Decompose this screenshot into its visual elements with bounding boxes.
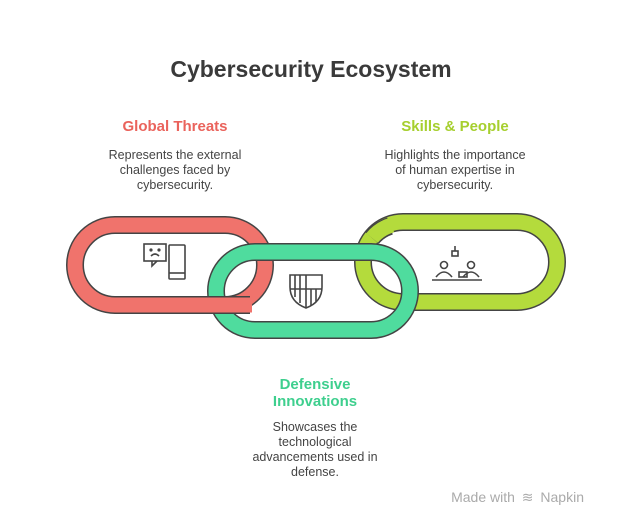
red-link (66, 216, 274, 314)
desc-line: of human expertise in (395, 163, 515, 177)
desc-line: cybersecurity. (136, 178, 214, 192)
napkin-footer: Made with ≋ Napkin (451, 489, 584, 506)
people-desk-icon (432, 246, 482, 281)
made-with-label: Made with (451, 489, 515, 505)
desc-line: Represents the external (108, 148, 242, 162)
napkin-logo-icon: ≋ (521, 489, 534, 505)
sad-chat-tablet-icon (143, 243, 186, 280)
skills-people-desc: Highlights the importance of human exper… (345, 148, 565, 193)
global-threats-desc: Represents the external challenges faced… (70, 148, 280, 193)
desc-line: defense. (291, 465, 339, 479)
desc-line: technological (278, 435, 352, 449)
shield-icon (289, 274, 323, 309)
diagram-title: Cybersecurity Ecosystem (170, 56, 452, 82)
green-link (207, 243, 419, 339)
heading-line: Defensive (279, 376, 351, 393)
heading-line: Innovations (272, 393, 358, 410)
global-threats-heading: Global Threats (122, 118, 228, 135)
defensive-innovations-desc: Showcases the technological advancements… (205, 420, 425, 480)
defensive-innovations-heading: Defensive Innovations (215, 376, 415, 410)
desc-line: challenges faced by (119, 163, 231, 177)
desc-line: Showcases the (272, 420, 358, 434)
desc-line: Highlights the importance (384, 148, 526, 162)
napkin-brand: Napkin (540, 489, 584, 505)
desc-line: cybersecurity. (416, 178, 494, 192)
skills-people-heading: Skills & People (401, 118, 509, 135)
yellow-link (354, 213, 566, 311)
desc-line: advancements used in (252, 450, 378, 464)
